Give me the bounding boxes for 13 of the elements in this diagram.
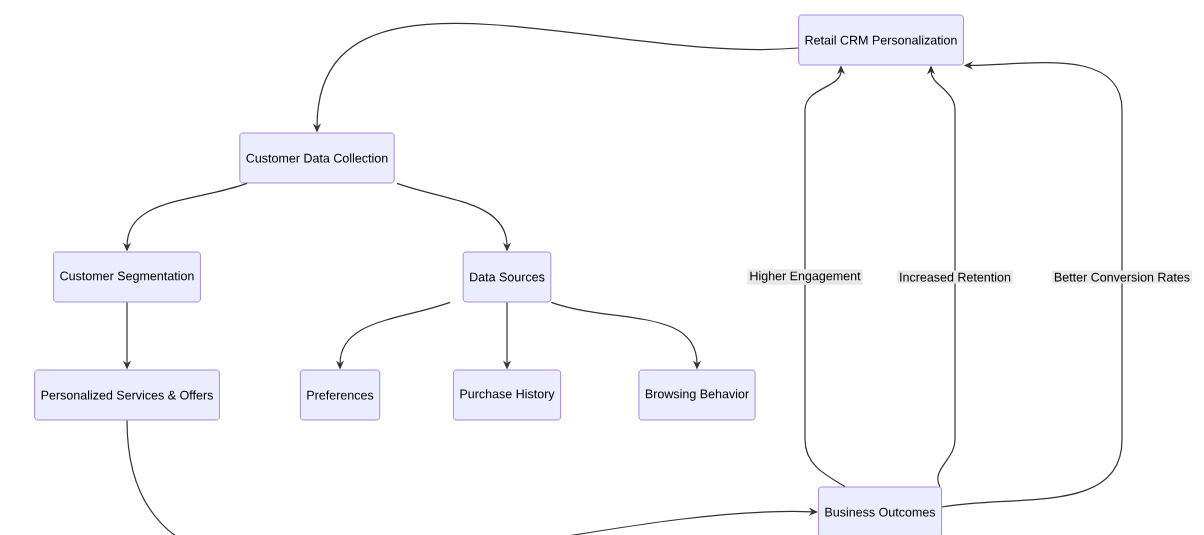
process-box: Business Outcomes <box>818 486 942 535</box>
edge-label: Increased Retention <box>897 270 1013 284</box>
process-box: Customer Data Collection <box>239 132 395 184</box>
process-box: Personalized Services & Offers <box>34 369 220 421</box>
arrow <box>126 419 818 535</box>
process-box: Retail CRM Personalization <box>798 14 964 66</box>
process-box: Preferences <box>299 369 381 421</box>
edge-label: Higher Engagement <box>747 269 863 285</box>
process-box: Data Sources <box>462 251 552 303</box>
process-box: Browsing Behavior <box>638 369 756 421</box>
edge-label: Better Conversion Rates <box>1051 270 1193 284</box>
process-box: Purchase History <box>453 369 561 421</box>
process-box: Customer Segmentation <box>53 251 201 303</box>
